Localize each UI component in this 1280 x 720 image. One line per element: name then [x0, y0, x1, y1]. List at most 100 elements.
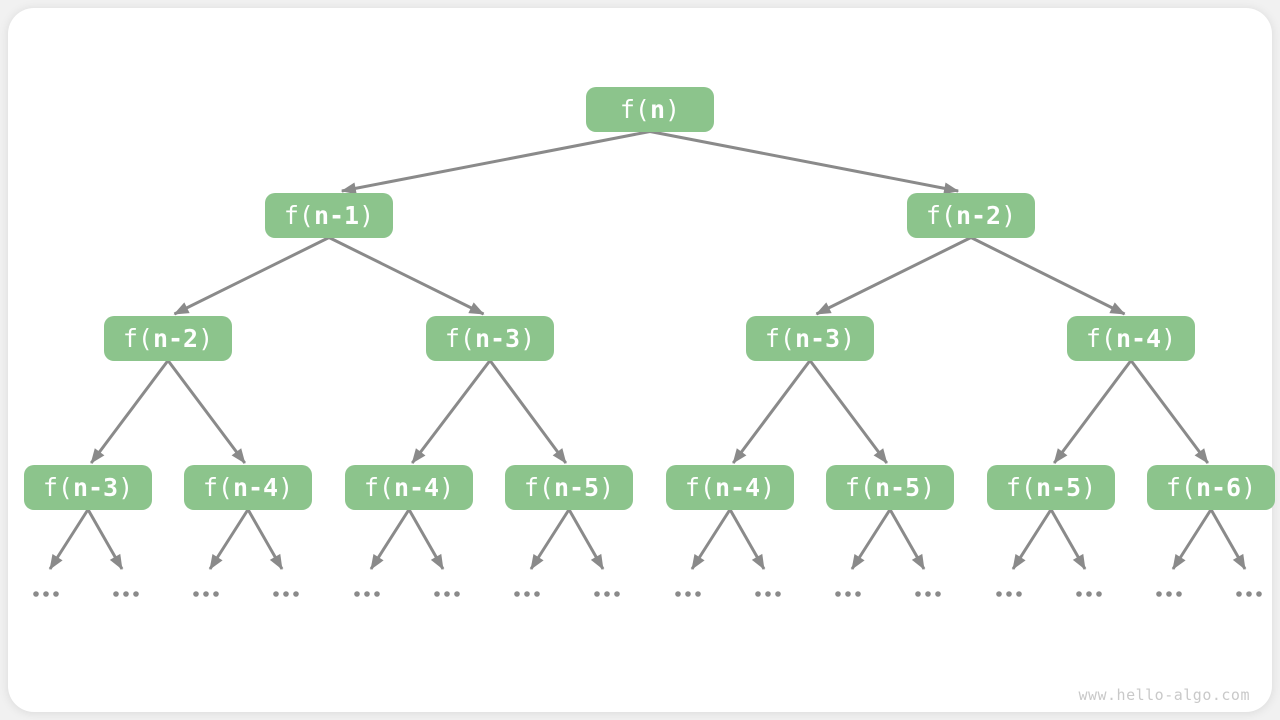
ellipsis-dot: [1096, 591, 1102, 597]
ellipsis-leaf: [1236, 591, 1262, 597]
tree-edge: [208, 508, 250, 570]
tree-node: f(n-6): [1147, 464, 1275, 510]
node-label-prefix: f(: [42, 472, 73, 502]
tree-edge: [731, 359, 812, 464]
tree-node: f(n-5): [826, 464, 954, 510]
node-label-suffix: ): [198, 323, 214, 353]
tree-edge: [89, 359, 170, 464]
tree-node: f(n-3): [426, 315, 554, 361]
node-label-prefix: f(: [523, 472, 554, 502]
ellipsis-dot: [364, 591, 370, 597]
tree-edge: [86, 508, 124, 570]
node-label-argument: n-3: [72, 472, 119, 502]
tree-edge: [340, 130, 651, 195]
ellipsis-dot: [454, 591, 460, 597]
tree-edge: [808, 359, 889, 464]
ellipsis-leaf: [354, 591, 380, 597]
node-label-prefix: f(: [444, 323, 475, 353]
node-label-suffix: ): [359, 200, 375, 230]
watermark-text: www.hello-algo.com: [1078, 686, 1250, 704]
ellipsis-dot: [614, 591, 620, 597]
ellipsis-leaf: [915, 591, 941, 597]
ellipsis-leaf: [113, 591, 139, 597]
tree-edge: [369, 508, 411, 570]
ellipsis-dot: [123, 591, 129, 597]
ellipsis-leaf: [273, 591, 299, 597]
ellipsis-dot: [374, 591, 380, 597]
tree-edge: [246, 508, 284, 570]
ellipsis-leaf: [594, 591, 620, 597]
ellipsis-dot: [925, 591, 931, 597]
ellipsis-dot: [775, 591, 781, 597]
node-label-prefix: f(: [202, 472, 233, 502]
tree-node: f(n-2): [907, 192, 1035, 238]
ellipsis-dot: [293, 591, 299, 597]
tree-edge: [48, 508, 90, 570]
ellipsis-dot: [113, 591, 119, 597]
tree-node: f(n-4): [184, 464, 312, 510]
tree-edge: [649, 130, 960, 195]
ellipsis-dot: [1236, 591, 1242, 597]
node-label-prefix: f(: [1005, 472, 1036, 502]
ellipsis-dot: [935, 591, 941, 597]
ellipsis-dot: [915, 591, 921, 597]
ellipsis-dot: [43, 591, 49, 597]
ellipsis-leaf: [514, 591, 540, 597]
ellipsis-dot: [203, 591, 209, 597]
tree-edge: [728, 508, 766, 570]
node-label-prefix: f(: [619, 94, 650, 124]
tree-node: f(n-3): [24, 464, 152, 510]
ellipsis-dot: [1156, 591, 1162, 597]
ellipsis-leaf: [1076, 591, 1102, 597]
node-label-argument: n-5: [874, 472, 921, 502]
tree-edge: [529, 508, 571, 570]
tree-node: f(n-3): [746, 315, 874, 361]
tree-edge: [1052, 359, 1133, 464]
tree-edge: [328, 236, 485, 316]
node-label-prefix: f(: [684, 472, 715, 502]
node-label-argument: n-6: [1195, 472, 1242, 502]
node-label-prefix: f(: [1165, 472, 1196, 502]
tree-edges: [48, 130, 1247, 570]
node-label-suffix: ): [920, 472, 936, 502]
node-label-argument: n-5: [1035, 472, 1082, 502]
ellipsis-dot: [434, 591, 440, 597]
node-label-suffix: ): [1241, 472, 1257, 502]
ellipsis-dot: [193, 591, 199, 597]
tree-node: f(n-5): [505, 464, 633, 510]
node-label-argument: n: [649, 94, 666, 124]
node-label-argument: n-4: [232, 472, 279, 502]
node-label-prefix: f(: [925, 200, 956, 230]
node-label-argument: n-4: [1115, 323, 1162, 353]
ellipsis-dot: [695, 591, 701, 597]
node-label-argument: n-5: [553, 472, 600, 502]
ellipsis-leaf: [434, 591, 460, 597]
ellipsis-dot: [604, 591, 610, 597]
node-label-prefix: f(: [363, 472, 394, 502]
tree-edge: [850, 508, 892, 570]
ellipsis-leaf: [193, 591, 219, 597]
tree-edge: [1171, 508, 1213, 570]
node-label-argument: n-2: [152, 323, 199, 353]
tree-node: f(n-4): [666, 464, 794, 510]
ellipsis-dot: [283, 591, 289, 597]
node-label-suffix: ): [840, 323, 856, 353]
node-label-prefix: f(: [1085, 323, 1116, 353]
node-label-prefix: f(: [283, 200, 314, 230]
tree-edge: [1129, 359, 1210, 464]
ellipsis-dot: [53, 591, 59, 597]
tree-edge: [1049, 508, 1087, 570]
ellipsis-dot: [1256, 591, 1262, 597]
tree-edge: [970, 236, 1126, 316]
ellipsis-leaf: [675, 591, 701, 597]
tree-node: f(n-1): [265, 192, 393, 238]
node-label-suffix: ): [439, 472, 455, 502]
node-label-suffix: ): [118, 472, 134, 502]
node-label-argument: n-4: [393, 472, 440, 502]
ellipsis-leaf: [835, 591, 861, 597]
diagram-card: f(n)f(n-1)f(n-2)f(n-2)f(n-3)f(n-3)f(n-4)…: [8, 8, 1275, 712]
ellipsis-dot: [524, 591, 530, 597]
ellipsis-dot: [1166, 591, 1172, 597]
ellipsis-leaf: [33, 591, 59, 597]
